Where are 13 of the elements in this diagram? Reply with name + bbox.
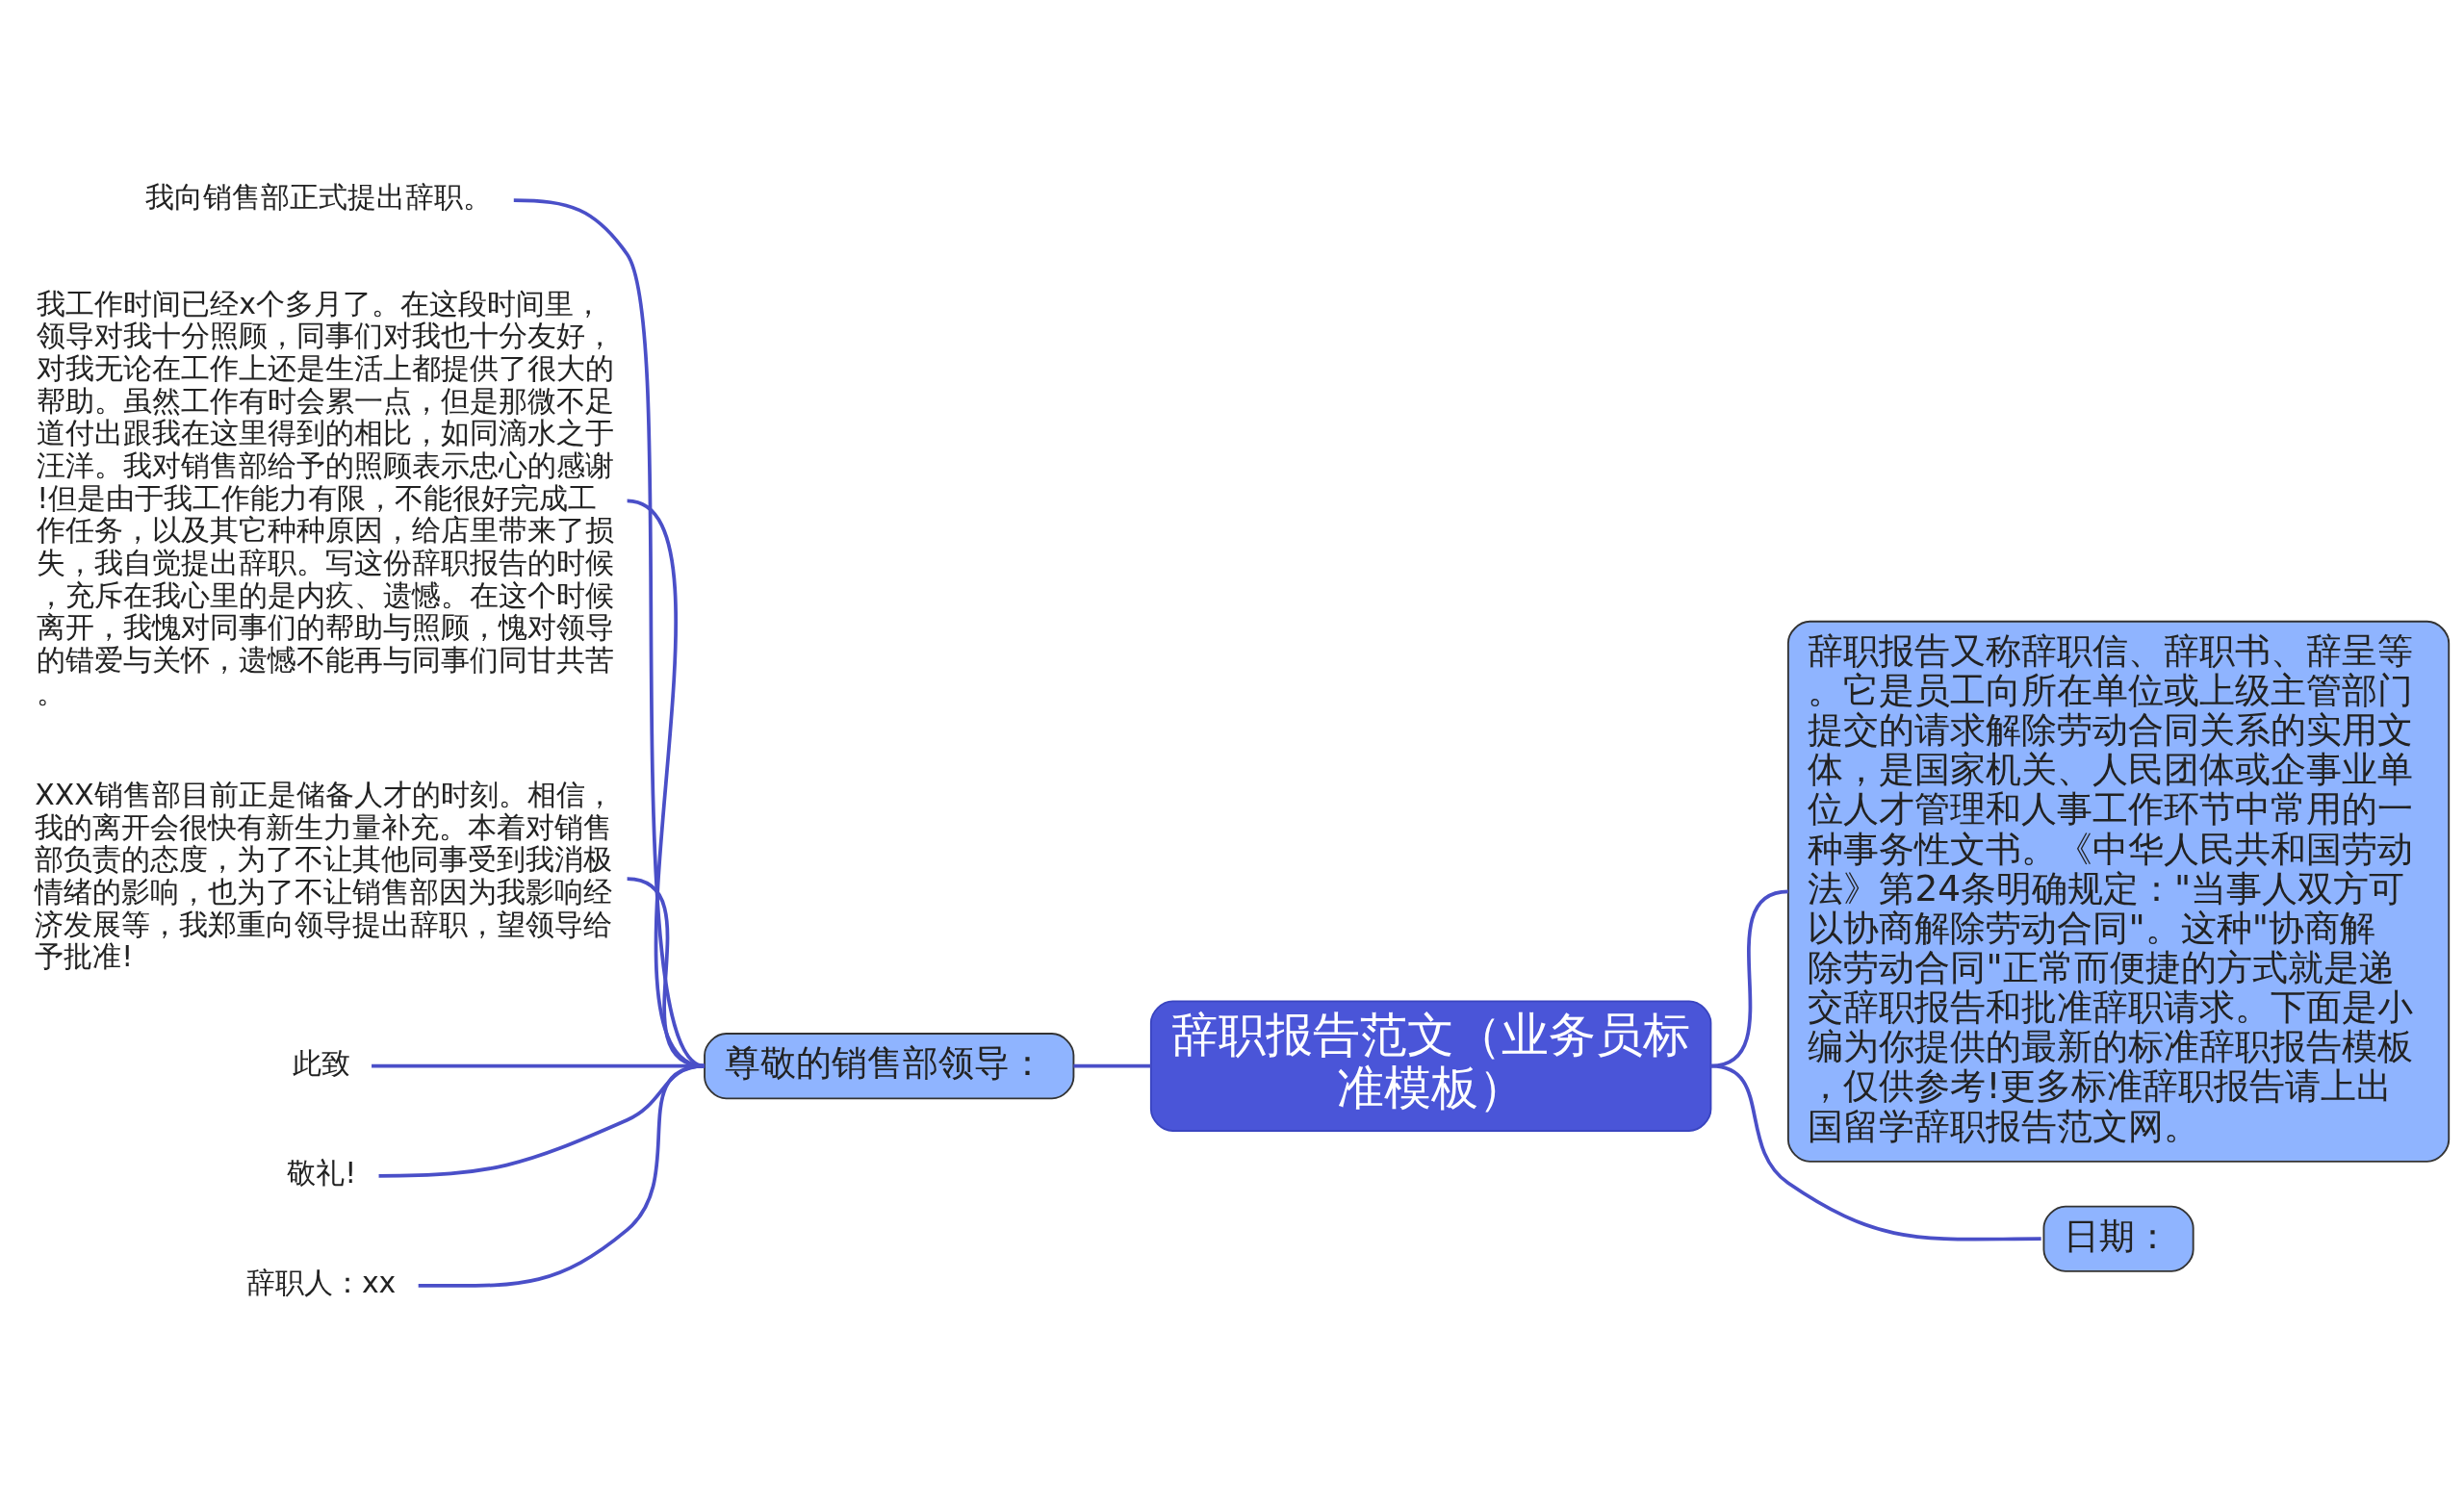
- connector: [1710, 1063, 2041, 1242]
- node-text: 此致: [292, 1045, 350, 1080]
- node-text: XXX销售部目前正是储备人才的时刻。相信，我的离开会很快有新生力量补充。本着对销售部负责的态度，为了不让其他同事受到我消极情绪的影响，也为了不让销售部因为我影响经济发展等，我郑重向领导提出辞职，望领导给予批准!: [35, 777, 614, 973]
- connector: [418, 1063, 706, 1288]
- connector: [1073, 1063, 1151, 1068]
- node-box: 尊敬的销售部领导：: [704, 1032, 1075, 1099]
- node-text: 我向销售部正式提出辞职。: [145, 179, 493, 214]
- node-text: 辞职人：xx: [245, 1265, 397, 1299]
- node-text: 敬礼!: [287, 1155, 357, 1190]
- node-box: 辞职报告又称辞职信、辞职书、辞呈等。它是员工向所在单位或上级主管部门提交的请求解除劳动合同关系的实用文体，是国家机关、人民团体或企事业单位人才管理和人事工作环节中常用的一种事务性文书。《中华人民共和国劳动法》第24条明确规定："当事人双方可以协商解除劳动合同"。这种"协商解除劳动合同"正常而便捷的方式就是递交辞职报告和批准辞职请求。下面是小编为你提供的最新的标准辞职报告模板，仅供参考!更多标准辞职报告请上出国留学辞职报告范文网。: [1786, 620, 2451, 1163]
- node-text: 我工作时间已经x个多月了。在这段时间里，领导对我十分照顾，同事们对我也十分友好，对我无论在工作上还是生活上都提供了很大的帮助。虽然工作有时会累一点，但是那微不足道付出跟我在这里得到的相比，如同滴水之于汪洋。我对销售部给予的照顾表示忠心的感谢!但是由于我工作能力有限，不能很好完成工作任务，以及其它种种原因，给店里带来了损失，我自觉提出辞职。写这份辞职报告的时候，充斥在我心里的是内疚、遗憾。在这个时候离开，我愧对同事们的帮助与照顾，愧对领导的错爱与关怀，遗憾不能再与同事们同甘共苦。: [37, 286, 615, 709]
- node-box: 日期：: [2042, 1205, 2194, 1272]
- node-box: 辞职报告范文（业务员标准模板）: [1149, 999, 1712, 1132]
